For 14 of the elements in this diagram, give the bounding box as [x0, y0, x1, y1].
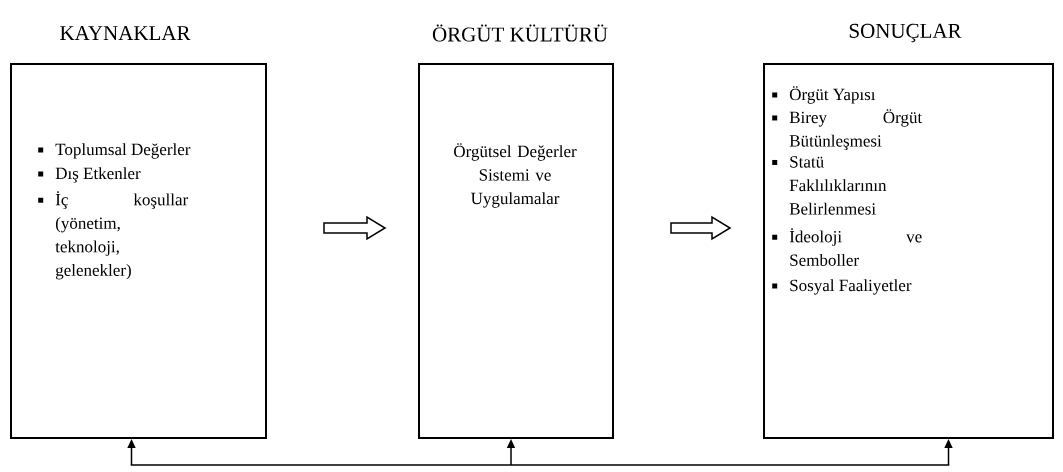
heading: ÖRGÜT KÜLTÜRÜ: [432, 24, 608, 42]
heading: KAYNAKLAR: [60, 26, 191, 40]
bullet-item: Toplumsal Değerler: [38, 143, 191, 159]
bullet-item: Sosyal Faaliyetler: [772, 279, 912, 295]
bullet-item: İç koşullar (yönetim, teknoloji, gelenekler): [38, 191, 189, 280]
bullet-item: İdeoloji ve Semboller: [772, 228, 922, 266]
block-arrow: [323, 215, 387, 241]
heading: SONUÇLAR: [849, 23, 962, 43]
body-text: Örgütsel Değerler Sistemi ve Uygulamalar: [454, 143, 577, 208]
bullet-item: Statü Faklılıklarının Belirlenmesi: [772, 156, 887, 215]
bullet-item: Dış Etkenler: [38, 167, 141, 183]
bullet-item: Birey Örgüt Bütünleşmesi: [772, 109, 923, 151]
bullet-item: Örgüt Yapısı: [772, 86, 876, 104]
block-arrow: [670, 215, 732, 241]
